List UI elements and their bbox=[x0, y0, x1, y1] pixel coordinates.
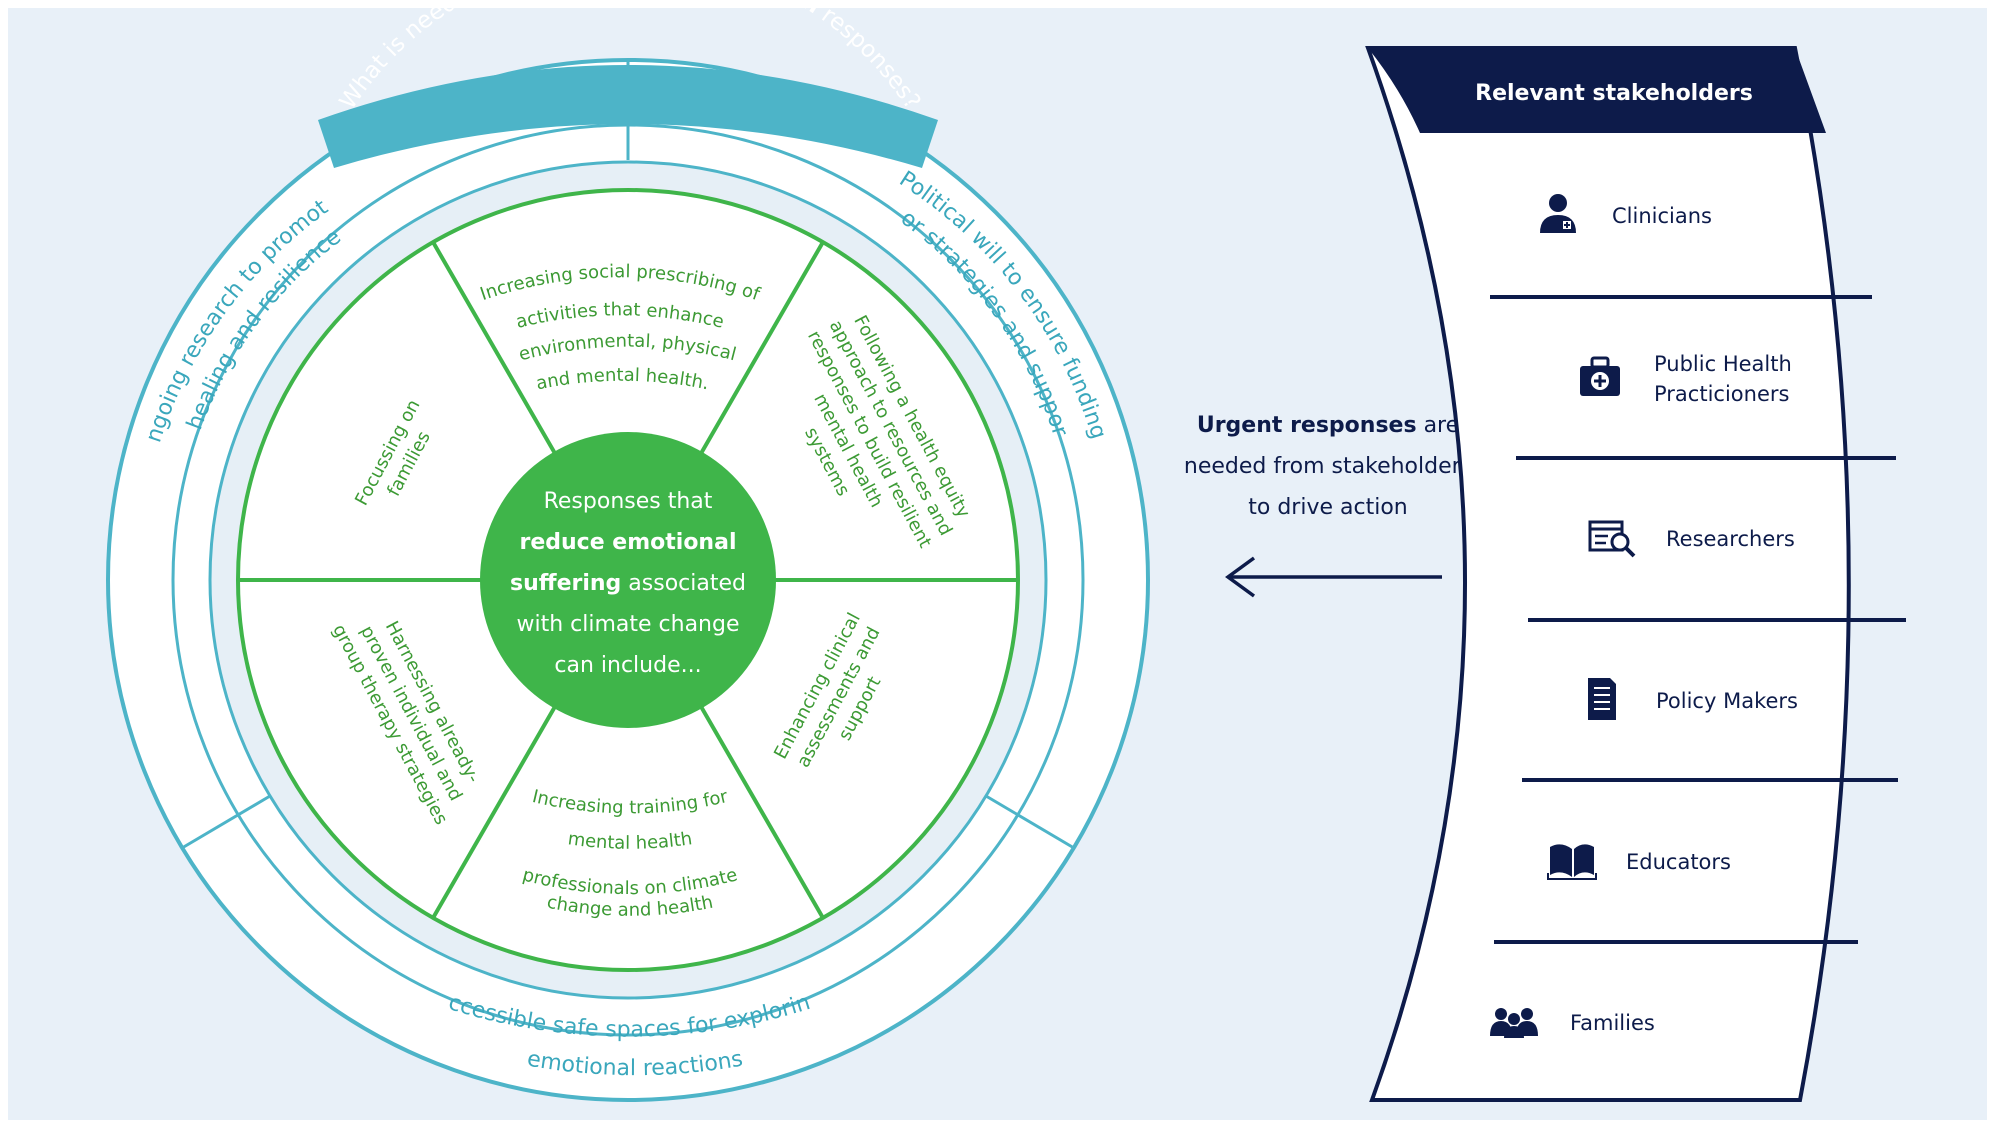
urgent-line-1: Urgent responses are bbox=[1197, 413, 1459, 438]
center-line-5: can include... bbox=[554, 653, 701, 678]
stakeholder-label: Public Health bbox=[1654, 352, 1792, 376]
left-arrow-icon bbox=[1225, 556, 1442, 598]
stakeholder-label: Clinicians bbox=[1612, 204, 1712, 228]
stakeholder-row: Researchers bbox=[1588, 520, 1795, 558]
stakeholder-label: Practicioners bbox=[1654, 382, 1789, 406]
stakeholders-header bbox=[1368, 48, 1826, 133]
book-icon bbox=[1547, 844, 1597, 880]
clinician-icon bbox=[1540, 194, 1576, 233]
stakeholders-panel-frame bbox=[1365, 46, 1851, 1102]
center-text: Responses that reduce emotional sufferin… bbox=[510, 489, 746, 678]
stakeholder-label: Policy Makers bbox=[1656, 689, 1798, 713]
urgent-line-3: to drive action bbox=[1248, 495, 1407, 520]
center-line-2: reduce emotional bbox=[520, 530, 737, 555]
stakeholders-title: Relevant stakeholders bbox=[1475, 81, 1753, 106]
urgent-line-2: needed from stakeholders bbox=[1184, 454, 1472, 479]
question-banner bbox=[318, 65, 938, 168]
stakeholder-row: Educators bbox=[1547, 844, 1731, 880]
center-line-4: with climate change bbox=[516, 612, 739, 637]
stakeholder-label: Families bbox=[1570, 1011, 1655, 1035]
stakeholder-row: Policy Makers bbox=[1588, 678, 1798, 720]
urgent-responses-text: Urgent responses are needed from stakeho… bbox=[1184, 413, 1472, 520]
research-magnifier-icon bbox=[1588, 520, 1636, 558]
outer-divider-left bbox=[181, 794, 271, 850]
first-aid-kit-icon bbox=[1580, 356, 1620, 396]
stakeholder-row: Families bbox=[1490, 1008, 1655, 1038]
stakeholder-label: Educators bbox=[1626, 850, 1731, 874]
document-icon bbox=[1588, 678, 1616, 720]
family-icon bbox=[1490, 1008, 1538, 1038]
center-circle bbox=[480, 432, 776, 728]
stakeholder-label: Researchers bbox=[1666, 527, 1795, 551]
center-line-1: Responses that bbox=[544, 489, 713, 514]
center-line-3: suffering associated bbox=[510, 571, 746, 596]
stakeholder-row: Clinicians bbox=[1540, 194, 1712, 233]
outer-divider-right bbox=[985, 794, 1075, 850]
